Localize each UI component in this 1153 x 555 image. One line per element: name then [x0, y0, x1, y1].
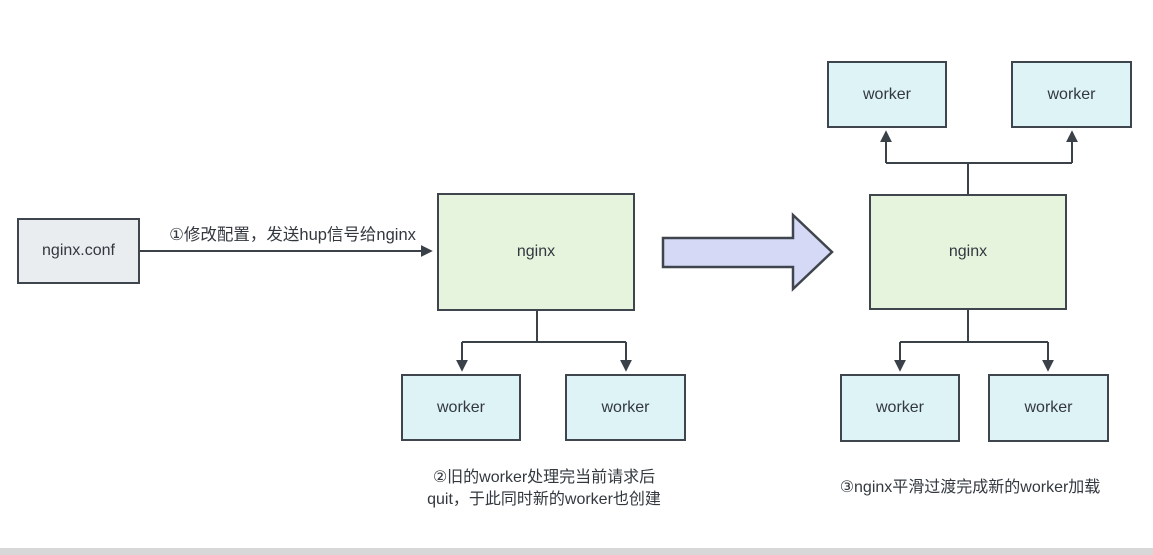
step2-line2: quit，于此同时新的worker也创建: [427, 491, 661, 508]
node-label: worker: [1024, 399, 1073, 416]
node-worker-bottom-right: worker: [988, 374, 1109, 442]
node-worker-top-right: worker: [1011, 61, 1132, 128]
bottom-edge-bar: [0, 548, 1153, 555]
step2-annotation: ②旧的worker处理完当前请求后 quit，于此同时新的worker也创建: [394, 467, 694, 511]
node-nginx-right: nginx: [869, 194, 1067, 310]
node-worker-top-left: worker: [827, 61, 947, 128]
node-label: nginx: [948, 243, 988, 260]
step2-line1: ②旧的worker处理完当前请求后: [432, 469, 656, 486]
right-nginx-to-new-workers-connector: [880, 130, 1078, 194]
transition-arrow: [661, 212, 834, 292]
node-worker-mid-left: worker: [401, 374, 521, 441]
step1-annotation: ①修改配置，发送hup信号给nginx: [169, 226, 416, 244]
node-worker-mid-right: worker: [565, 374, 686, 441]
node-label: worker: [862, 85, 911, 103]
node-label: worker: [436, 398, 485, 416]
node-nginx-conf: nginx.conf: [17, 218, 140, 284]
mid-nginx-to-workers-connector: [456, 311, 632, 372]
node-label: nginx: [516, 243, 556, 260]
node-nginx-mid: nginx: [437, 193, 635, 311]
node-label: worker: [1047, 85, 1096, 103]
step3-annotation: ③nginx平滑过渡完成新的worker加载: [839, 479, 1101, 496]
node-label: worker: [601, 398, 650, 416]
right-nginx-to-old-workers-connector: [894, 310, 1054, 372]
node-label: worker: [875, 399, 924, 416]
node-worker-bottom-left: worker: [840, 374, 960, 442]
node-label: nginx.conf: [42, 242, 115, 259]
